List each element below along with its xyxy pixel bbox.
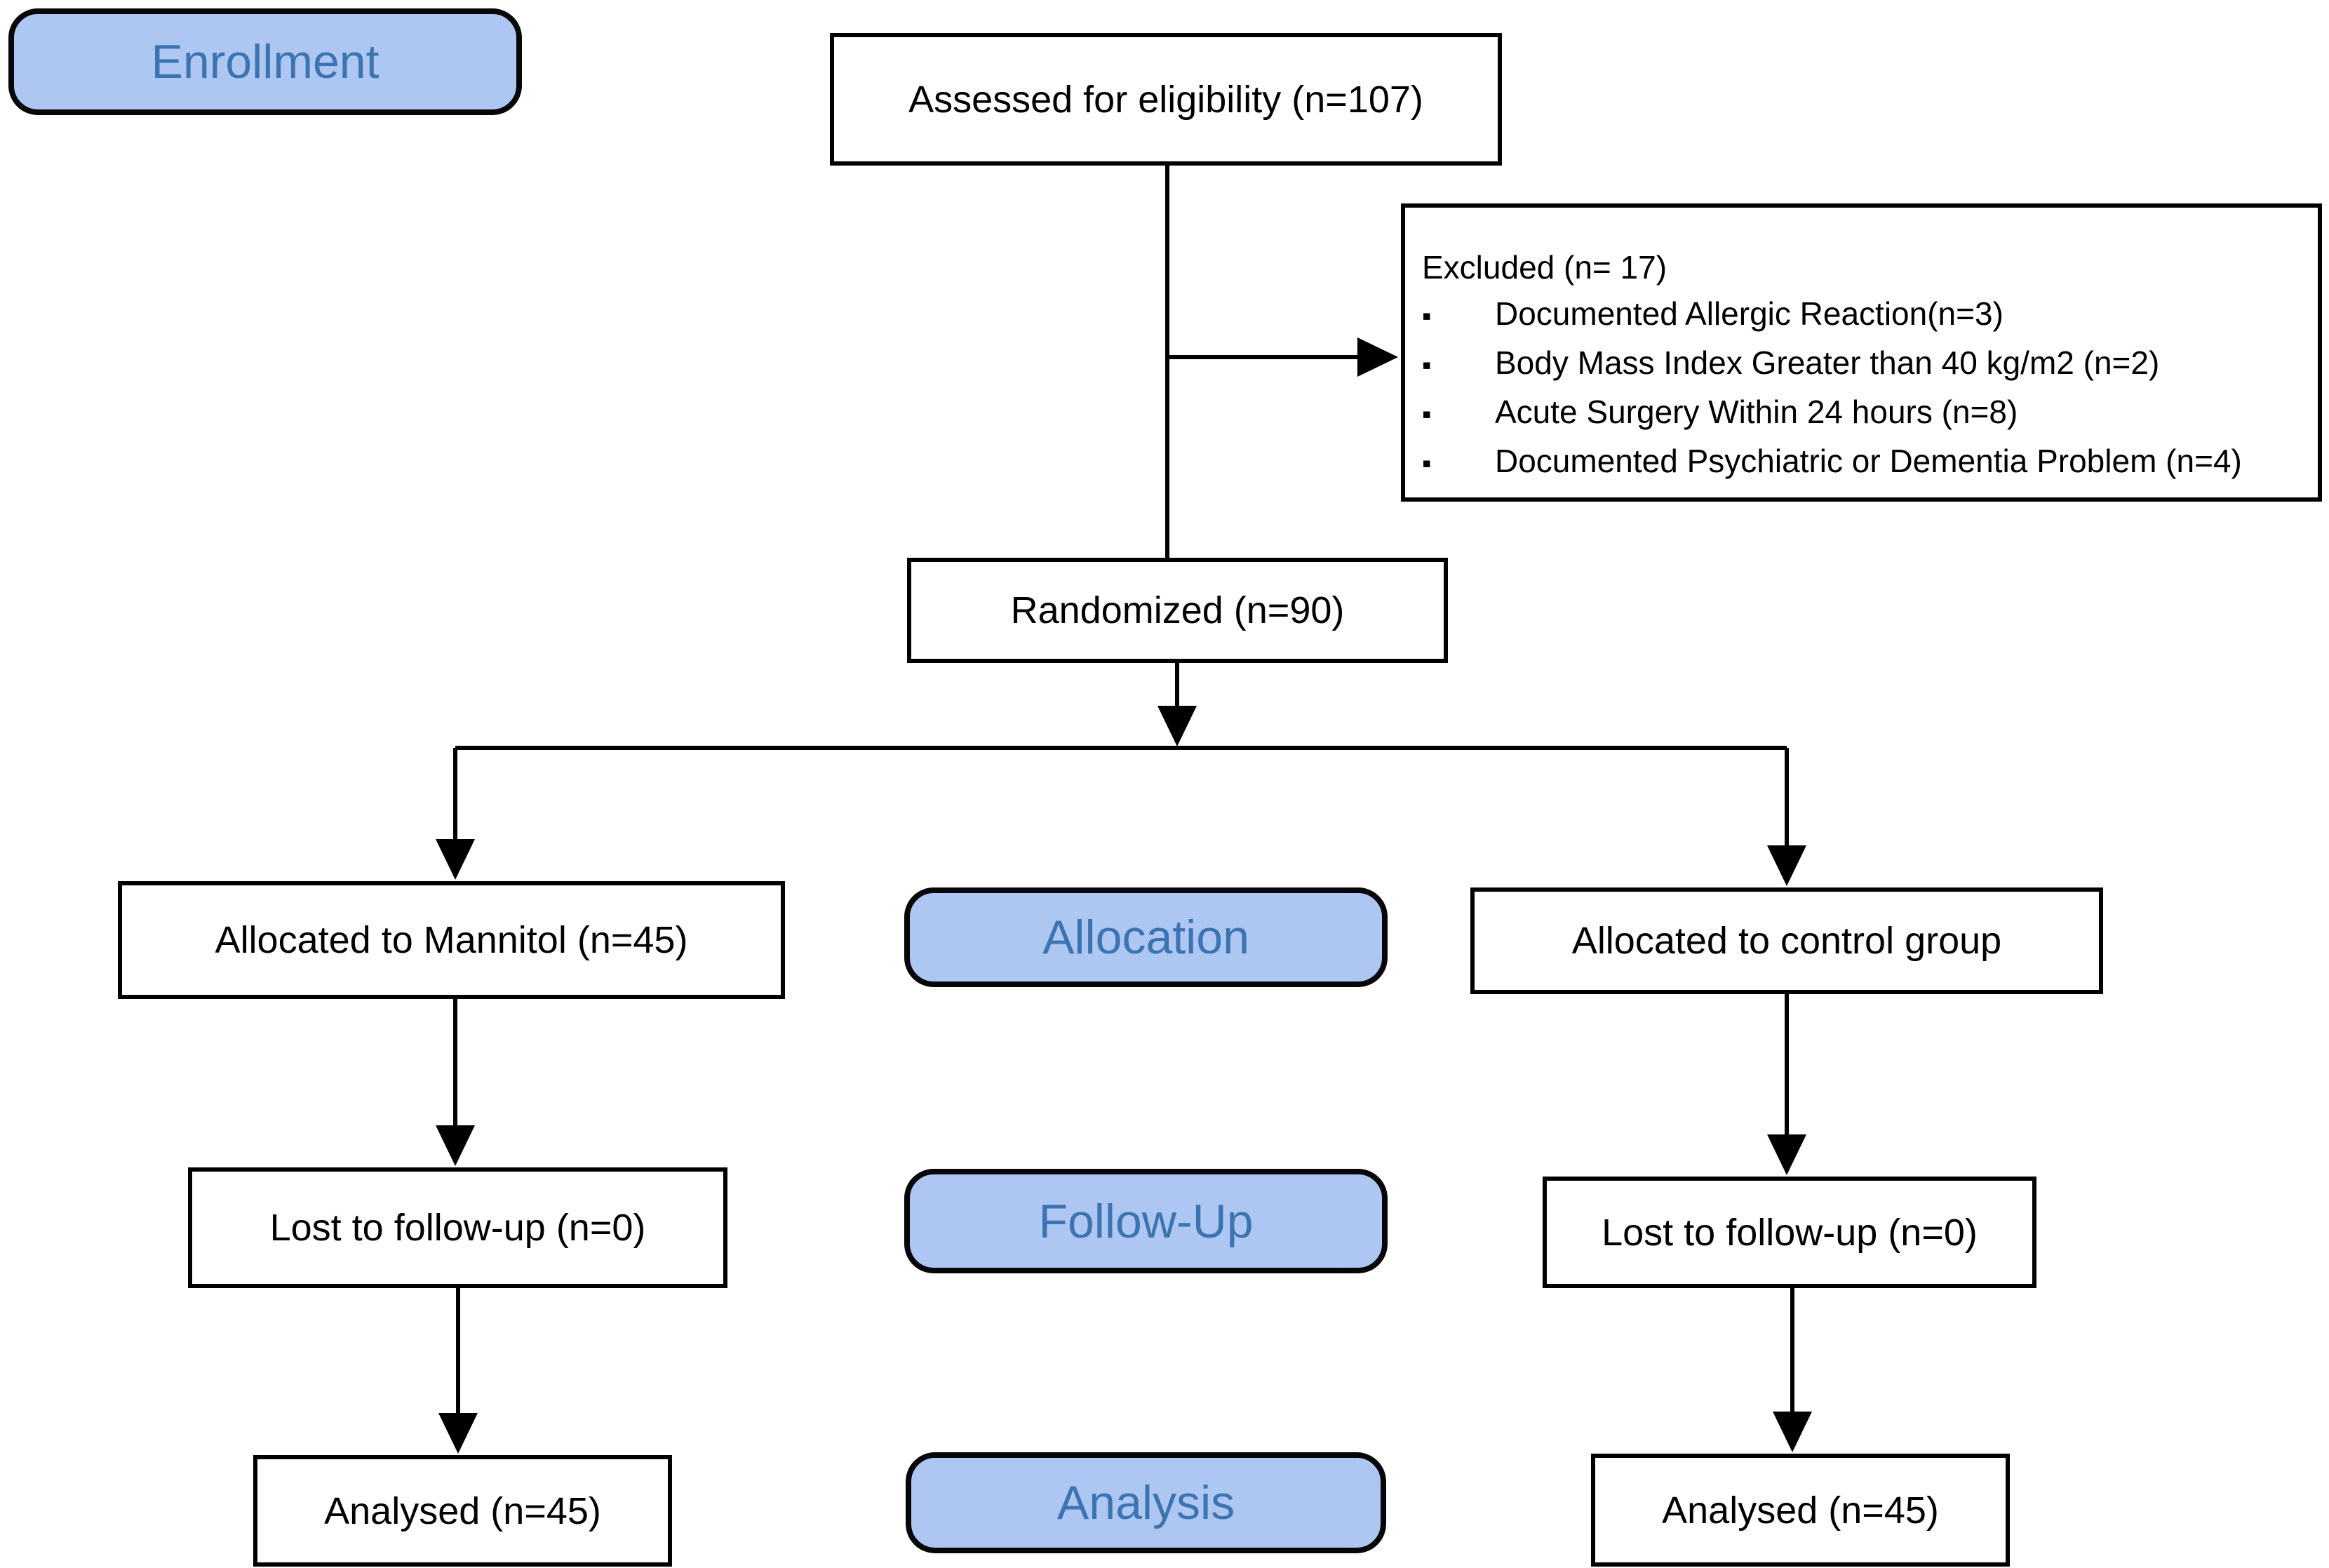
analysis-stage-text: Analysis <box>1056 1476 1235 1529</box>
excluded-item: ▪ Body Mass Index Greater than 40 kg/m2 … <box>1419 340 2311 389</box>
assessed-eligibility-text: Assessed for eligibility (n=107) <box>908 78 1423 121</box>
randomized-text: Randomized (n=90) <box>1010 589 1345 631</box>
arrowhead-lost-mannitol <box>436 1125 475 1166</box>
followup-stage-label: Follow-Up <box>904 1169 1388 1273</box>
assessed-eligibility-box: Assessed for eligibility (n=107) <box>830 33 1502 166</box>
bullet-square-icon: ▪ <box>1422 351 1432 380</box>
excluded-item-text: Acute Surgery Within 24 hours (n=8) <box>1495 394 2018 430</box>
allocated-control-text: Allocated to control group <box>1571 920 2002 962</box>
analysed-control-text: Analysed (n=45) <box>1662 1489 1939 1532</box>
excluded-box: Excluded (n= 17) ▪ Documented Allergic R… <box>1401 203 2322 502</box>
arrowhead-analysed-control <box>1773 1412 1812 1452</box>
allocation-stage-text: Allocation <box>1042 911 1249 964</box>
excluded-item-text: Body Mass Index Greater than 40 kg/m2 (n… <box>1495 344 2160 381</box>
analysed-mannitol-box: Analysed (n=45) <box>253 1455 672 1567</box>
enrollment-stage-label: Enrollment <box>8 8 522 115</box>
excluded-item-text: Documented Allergic Reaction(n=3) <box>1495 295 2004 332</box>
arrowhead-lost-control <box>1767 1134 1806 1175</box>
analysed-control-box: Analysed (n=45) <box>1591 1454 2010 1567</box>
analysed-mannitol-text: Analysed (n=45) <box>324 1489 601 1532</box>
arrowhead-allocated-mannitol <box>436 839 475 880</box>
randomized-box: Randomized (n=90) <box>907 558 1448 663</box>
bullet-square-icon: ▪ <box>1422 449 1432 478</box>
excluded-title: Excluded (n= 17) <box>1422 249 1667 286</box>
allocation-stage-label: Allocation <box>904 887 1388 987</box>
excluded-item: ▪ Documented Allergic Reaction(n=3) <box>1419 290 2311 340</box>
arrowhead-split-junction <box>1157 706 1197 746</box>
allocated-control-box: Allocated to control group <box>1470 887 2103 994</box>
bullet-square-icon: ▪ <box>1422 302 1432 331</box>
lost-followup-mannitol-text: Lost to follow-up (n=0) <box>269 1207 646 1249</box>
allocated-mannitol-text: Allocated to Mannitol (n=45) <box>215 919 688 961</box>
lost-followup-control-box: Lost to follow-up (n=0) <box>1543 1177 2036 1288</box>
lost-followup-mannitol-box: Lost to follow-up (n=0) <box>188 1167 727 1288</box>
bullet-square-icon: ▪ <box>1422 400 1432 429</box>
enrollment-stage-text: Enrollment <box>151 35 380 88</box>
excluded-item: ▪ Documented Psychiatric or Dementia Pro… <box>1419 438 2311 487</box>
analysis-stage-label: Analysis <box>906 1452 1386 1553</box>
excluded-item: ▪ Acute Surgery Within 24 hours (n=8) <box>1419 389 2311 438</box>
followup-stage-text: Follow-Up <box>1038 1194 1254 1248</box>
arrowhead-excluded <box>1357 337 1398 377</box>
arrowhead-analysed-mannitol <box>438 1413 478 1454</box>
arrowhead-allocated-control <box>1767 845 1806 886</box>
lost-followup-control-text: Lost to follow-up (n=0) <box>1602 1211 1978 1254</box>
allocated-mannitol-box: Allocated to Mannitol (n=45) <box>118 881 785 999</box>
excluded-item-text: Documented Psychiatric or Dementia Probl… <box>1495 443 2242 479</box>
